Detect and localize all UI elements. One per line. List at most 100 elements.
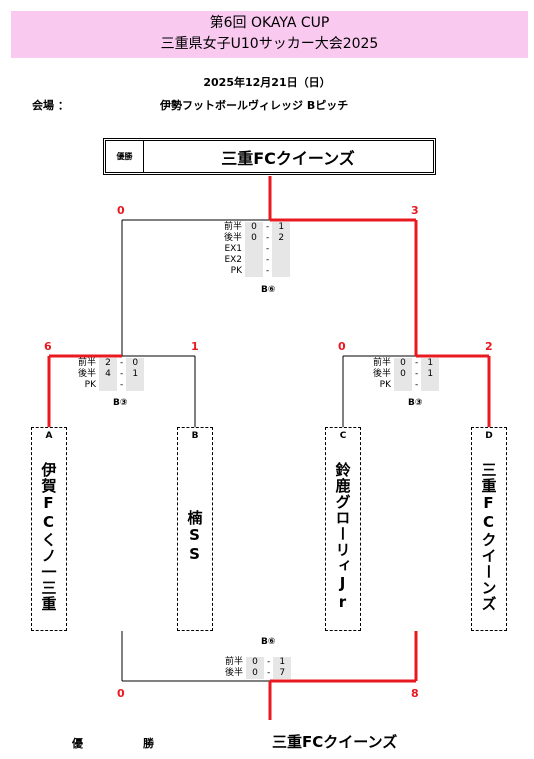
dash: -: [266, 255, 270, 265]
semi2-right-score: 2: [485, 340, 493, 353]
row-label: PK: [230, 266, 243, 276]
right-value: 1: [126, 369, 145, 380]
right-value: [272, 255, 291, 266]
team-letter: C: [339, 431, 347, 441]
right-value: 0: [126, 358, 145, 369]
row-label: 前半: [78, 358, 97, 368]
table-row: PK -: [221, 266, 291, 277]
tournament-subtitle: 三重県女子U10サッカー大会2025: [160, 36, 379, 52]
team-box-c: C 鈴鹿グローリィJr: [325, 427, 361, 631]
team-name: 三重FCクイーンズ: [479, 462, 498, 612]
dash: -: [415, 358, 419, 368]
team-name: 鈴鹿グローリィJr: [333, 462, 352, 612]
left-value: 0: [246, 668, 265, 679]
team-letter: B: [191, 431, 199, 441]
table-row: EX2 -: [221, 255, 291, 266]
left-value: 0: [245, 233, 264, 244]
team-name: 伊賀FCくノ一三重: [39, 462, 58, 612]
dash: -: [120, 358, 124, 368]
final-right-score: 3: [411, 204, 419, 217]
right-value: 7: [273, 668, 292, 679]
left-value: [99, 380, 118, 391]
row-label: EX2: [224, 255, 243, 265]
dash: -: [267, 657, 271, 667]
footer-champion-name: 三重FCクイーンズ: [272, 733, 398, 751]
team-letter: A: [45, 431, 53, 441]
table-row: EX1-: [221, 244, 291, 255]
dash: -: [266, 233, 270, 243]
tournament-header: 第6回 OKAYA CUP 三重県女子U10サッカー大会2025: [11, 11, 528, 58]
footer-label-1: 優: [72, 737, 83, 750]
row-label: PK: [84, 380, 97, 390]
left-value: [394, 380, 413, 391]
dash: -: [120, 380, 124, 390]
semi1-left-score: 6: [44, 340, 52, 353]
dash: -: [267, 668, 271, 678]
row-label: 後半: [225, 668, 244, 678]
row-label: PK: [379, 380, 392, 390]
final-left-score: 0: [117, 204, 125, 217]
dash: -: [415, 380, 419, 390]
venue-name: 伊勢フットボールヴィレッジ Bピッチ: [160, 99, 349, 112]
semi2-match-id: B③: [408, 398, 423, 408]
right-value: [272, 266, 291, 277]
semi1-match-id: B③: [113, 398, 128, 408]
left-value: 4: [99, 369, 118, 380]
left-value: [245, 255, 264, 266]
team-box-b: B 楠SS: [177, 427, 213, 631]
row-label: 後半: [373, 369, 392, 379]
final-match-id: B⑥: [261, 285, 276, 295]
team-box-a: A 伊賀FCくノ一三重: [31, 427, 67, 631]
row-label: EX1: [224, 244, 243, 254]
table-row: PK -: [370, 380, 440, 391]
row-label: 前半: [224, 222, 243, 232]
champion-box: 優勝 三重FCクイーンズ: [103, 138, 436, 175]
right-value: [272, 244, 291, 255]
right-value: [421, 380, 440, 391]
left-value: 2: [99, 358, 118, 369]
right-value: [126, 380, 145, 391]
right-value: 1: [272, 222, 291, 233]
team-box-d: D 三重FCクイーンズ: [471, 427, 507, 631]
champion-label: 優勝: [106, 141, 144, 172]
event-date: 2025年12月21日（日）: [203, 76, 331, 89]
tournament-title: 第6回 OKAYA CUP: [209, 15, 330, 31]
team-name: 楠SS: [185, 510, 204, 564]
right-value: 1: [421, 369, 440, 380]
left-value: 0: [394, 369, 413, 380]
third-left-score: 0: [117, 687, 125, 700]
left-value: 0: [394, 358, 413, 369]
dash: -: [415, 369, 419, 379]
left-value: 0: [246, 657, 265, 668]
third-right-score: 8: [411, 687, 419, 700]
semi1-right-score: 1: [191, 340, 199, 353]
left-value: [245, 244, 264, 255]
right-value: 1: [421, 358, 440, 369]
dash: -: [266, 266, 270, 276]
dash: -: [266, 222, 270, 232]
third-match-id: B⑥: [261, 637, 276, 647]
left-value: [245, 266, 264, 277]
footer-label-2: 勝: [143, 737, 154, 750]
row-label: 前半: [225, 657, 244, 667]
row-label: 後半: [78, 369, 97, 379]
dash: -: [120, 369, 124, 379]
semi2-left-score: 0: [338, 340, 346, 353]
